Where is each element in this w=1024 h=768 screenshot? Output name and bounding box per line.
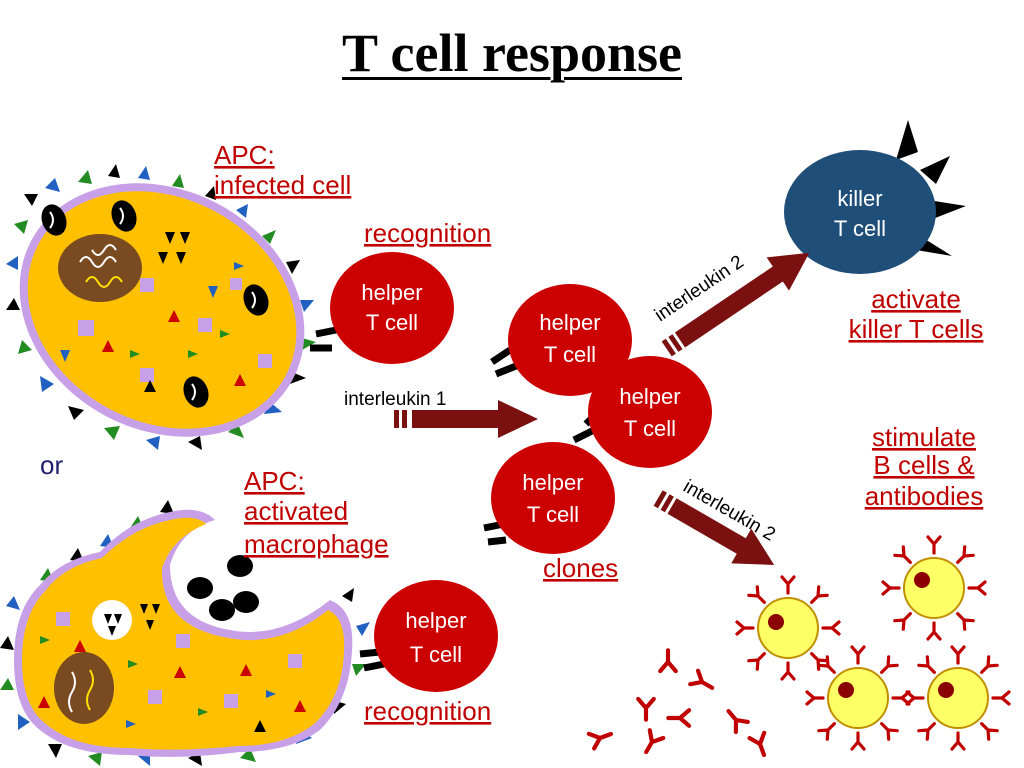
apc-antigens xyxy=(60,232,272,392)
label-apc-macrophage: APC: activated macrophage xyxy=(244,466,389,559)
activate-line2: killer T cells xyxy=(849,314,984,344)
macrophage-antigens xyxy=(38,604,306,732)
infected-cell-apc xyxy=(6,164,316,450)
phagocytosed-particles xyxy=(187,555,259,621)
killer-cell-label-line2: T cell xyxy=(834,216,886,241)
phagosome xyxy=(92,600,132,640)
page-title-text: T cell response xyxy=(341,23,682,83)
helper-cell-label-line1: helper xyxy=(405,608,466,633)
helper-cell-label-line2: T cell xyxy=(527,502,579,527)
helper-t-cell-clone-2: helper T cell xyxy=(588,356,712,468)
helper-cell-label-line1: helper xyxy=(361,280,422,305)
killer-cell-label-line1: killer xyxy=(837,186,882,211)
b-cell-2 xyxy=(881,535,987,641)
interleukin-2-arrow-bottom xyxy=(653,490,775,565)
b-cell-1 xyxy=(735,575,841,681)
label-interleukin-1: interleukin 1 xyxy=(344,389,446,410)
apc-nucleus xyxy=(58,234,142,302)
stimulate-line3: antibodies xyxy=(865,481,984,511)
stimulate-line2: B cells & xyxy=(873,450,974,480)
macrophage-apc xyxy=(0,500,370,766)
label-stimulate-b-cells: stimulate B cells & antibodies xyxy=(865,422,984,511)
b-cell-3 xyxy=(805,645,911,751)
interleukin-2-arrow-top xyxy=(661,252,810,357)
label-recognition-bottom: recognition xyxy=(364,696,491,726)
label-or: or xyxy=(40,450,63,480)
helper-cell-label-line1: helper xyxy=(522,470,583,495)
helper-cell-label-line1: helper xyxy=(539,310,600,335)
helper-t-cell-clone-1: helper T cell xyxy=(508,284,632,396)
label-recognition-top: recognition xyxy=(364,218,491,248)
label-clones: clones xyxy=(543,553,618,583)
helper-t-cell-recognition-top: helper T cell xyxy=(330,252,454,364)
activate-line1: activate xyxy=(871,284,961,314)
apc-macro-line3: macrophage xyxy=(244,529,389,559)
helper-t-cell-recognition-bottom: helper T cell xyxy=(374,580,498,692)
helper-cell-label-line2: T cell xyxy=(624,416,676,441)
b-cell-4 xyxy=(905,645,1011,751)
label-activate-killer: activate killer T cells xyxy=(849,284,984,344)
apc-macro-line2: activated xyxy=(244,496,348,526)
apc-spikes-top xyxy=(6,164,316,450)
label-apc-infected: APC: infected cell xyxy=(214,140,351,200)
helper-cell-label-line2: T cell xyxy=(544,342,596,367)
apc-macro-line1: APC: xyxy=(244,466,305,496)
stimulate-line1: stimulate xyxy=(872,422,976,452)
free-antibodies xyxy=(589,650,772,757)
helper-cell-label-line2: T cell xyxy=(366,310,418,335)
helper-t-cell-clone-3: helper T cell xyxy=(491,442,615,554)
apc-infected-line1: APC: xyxy=(214,140,275,170)
receptor-connectors xyxy=(310,326,603,672)
helper-cell-label-line1: helper xyxy=(619,384,680,409)
macrophage-nucleus xyxy=(54,652,114,724)
killer-t-cell: killer T cell xyxy=(784,120,966,274)
page-title: T cell response xyxy=(0,22,1024,84)
virus-particles xyxy=(41,200,269,408)
interleukin-1-arrow xyxy=(394,400,538,438)
helper-cell-label-line2: T cell xyxy=(410,642,462,667)
apc-infected-line2: infected cell xyxy=(214,170,351,200)
